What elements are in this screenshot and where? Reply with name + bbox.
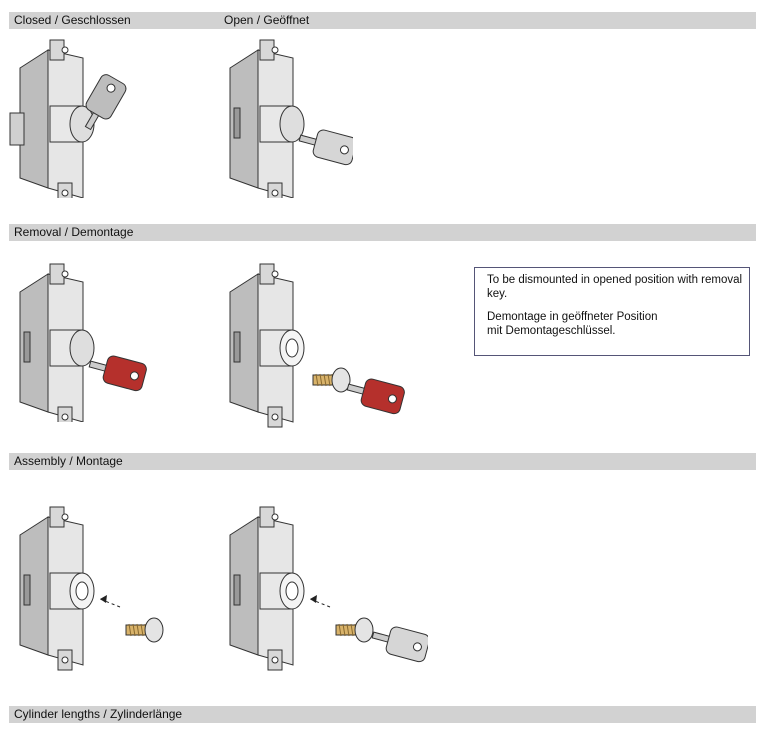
bolt-slot [233, 574, 241, 606]
spring-coil [350, 623, 354, 637]
cylinder-bore [285, 581, 299, 601]
screw-hole-icon [271, 513, 279, 521]
removal-label: Removal / Demontage [14, 225, 134, 239]
cylinder-plug-head [354, 617, 374, 643]
arrow-head-icon [310, 595, 317, 603]
screw-hole-icon [61, 46, 69, 54]
spring-coil [346, 623, 350, 637]
key-hole-icon [412, 642, 422, 652]
screw-hole-icon [271, 413, 279, 421]
key-hole-icon [106, 83, 116, 93]
section-header-removal: Removal / Demontage [9, 224, 756, 241]
screw-hole-icon [61, 656, 69, 664]
spring-coil [323, 373, 327, 387]
key-hole-icon [129, 371, 139, 381]
removal-note-box: To be dismounted in opened position with… [474, 267, 750, 356]
cylinder-face [279, 105, 305, 143]
lock-closed-illustration [9, 39, 127, 198]
assembly-label: Assembly / Montage [14, 454, 123, 468]
key-head [385, 626, 428, 663]
key-hole-icon [387, 394, 397, 404]
lock-cylinder-assembly-illustration [19, 506, 164, 671]
key [371, 626, 428, 663]
screw-hole-icon [61, 189, 69, 197]
cylinder-bore [75, 581, 89, 601]
cylinder-plug-head [144, 617, 164, 643]
lock-cylinder-removed-illustration [229, 263, 405, 428]
screw-hole-icon [61, 270, 69, 278]
cylinder-bore [285, 338, 299, 358]
key [84, 74, 127, 131]
key [298, 129, 353, 166]
note-german-line1: Demontage in geöffneter Position [487, 311, 658, 323]
key-hole-icon [339, 145, 349, 155]
key-head [360, 378, 405, 415]
section-header-states: Closed / Geschlossen Open / Geöffnet [9, 12, 756, 29]
key [88, 355, 147, 392]
closed-label: Closed / Geschlossen [14, 13, 131, 27]
bolt-slot [233, 107, 241, 139]
spring-coil [132, 623, 136, 637]
spring-coil [342, 623, 346, 637]
spring-coil [327, 373, 331, 387]
note-german: Demontage in geöffneter Position mit Demo… [487, 310, 749, 338]
note-english: To be dismounted in opened position with… [487, 274, 743, 300]
screw-hole-icon [271, 189, 279, 197]
spring-coil [338, 623, 342, 637]
cylinder-plug-head [331, 367, 351, 393]
key-head [312, 129, 353, 166]
spring-coil [315, 373, 319, 387]
note-german-line2: mit Demontageschlüssel. [487, 325, 616, 337]
spring-coil [319, 373, 323, 387]
arrow-head-icon [100, 595, 107, 603]
cylinder-face [69, 329, 95, 367]
screw-hole-icon [271, 46, 279, 54]
lock-bolt [9, 112, 25, 146]
spring-coil [128, 623, 132, 637]
key [346, 378, 405, 415]
lock-removal-key-inserted-illustration [19, 263, 147, 422]
bolt-slot [23, 574, 31, 606]
bolt-slot [233, 331, 241, 363]
cylinder-lengths-label: Cylinder lengths / Zylinderlänge [14, 707, 183, 721]
screw-hole-icon [271, 270, 279, 278]
screw-hole-icon [61, 513, 69, 521]
spring-coil [136, 623, 140, 637]
section-header-assembly: Assembly / Montage [9, 453, 756, 470]
lock-open-illustration [229, 39, 353, 198]
screw-hole-icon [61, 413, 69, 421]
open-label: Open / Geöffnet [224, 13, 310, 27]
spring-coil [140, 623, 144, 637]
screw-hole-icon [271, 656, 279, 664]
section-header-cylinder-lengths: Cylinder lengths / Zylinderlänge [9, 706, 756, 723]
key-head [102, 355, 147, 392]
lock-cylinder-key-assembly-illustration [229, 506, 428, 671]
key-head [85, 74, 127, 120]
bolt-slot [23, 331, 31, 363]
